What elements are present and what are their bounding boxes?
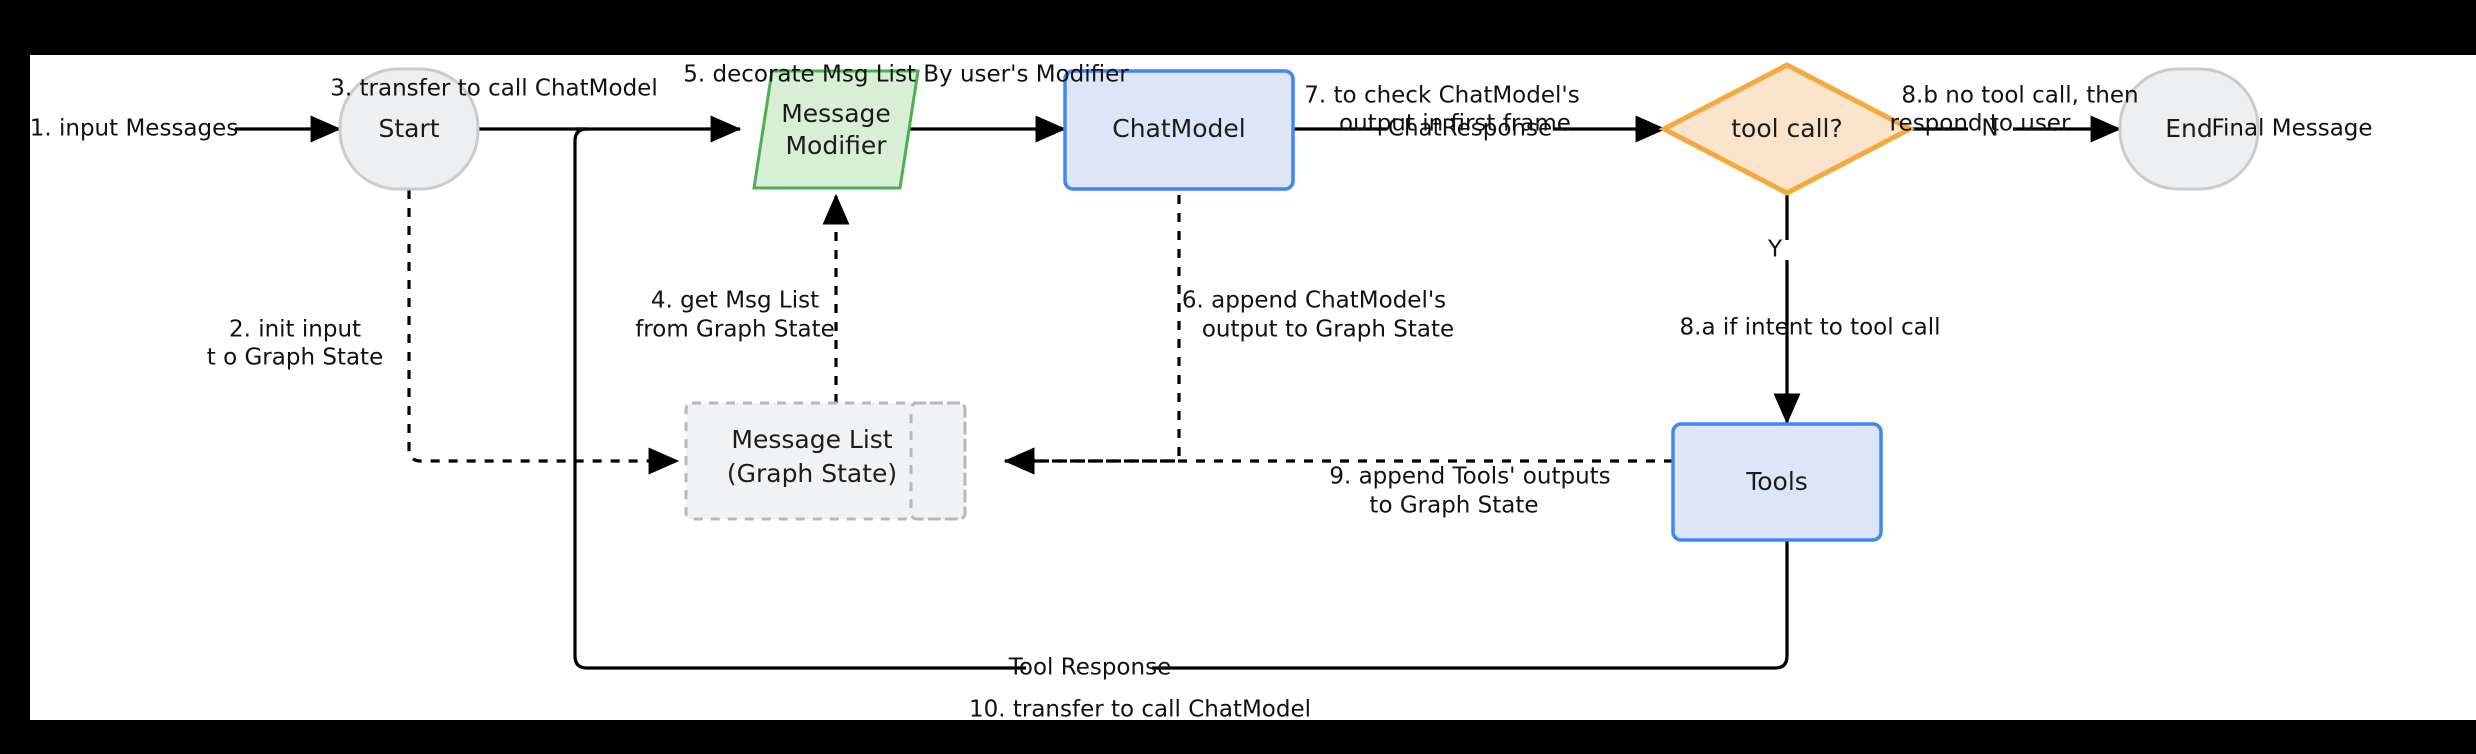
- label-if-intent-tool-call: 8.a if intent to tool call: [1680, 315, 1941, 341]
- label-branch-no: N: [1981, 116, 1998, 142]
- label-get-msg-list-1: 4. get Msg List: [651, 288, 819, 314]
- tools-shape: [1671, 422, 1883, 542]
- node-tools[interactable]: Tools: [1671, 422, 1883, 542]
- edge-tools-to-chatmodel-loop: [1152, 539, 1789, 670]
- label-transfer-10: 10. transfer to call ChatModel: [969, 697, 1311, 721]
- node-message-list[interactable]: Message List (Graph State): [684, 401, 967, 521]
- end-shape: [2118, 67, 2260, 191]
- label-decorate-msg-list: 5. decorate Msg List By user's Modifier: [683, 62, 1129, 88]
- node-start[interactable]: Start: [338, 67, 480, 191]
- node-message-modifier[interactable]: Message Modifier: [752, 69, 920, 190]
- label-no-tool-call-1: 8.b no tool call, then: [1901, 83, 2138, 109]
- message-list-label-2: (Graph State): [727, 459, 897, 488]
- message-list-label-1: Message List: [731, 425, 892, 454]
- label-append-chatmodel-2: output to Graph State: [1202, 317, 1454, 343]
- message-modifier-label-2: Modifier: [785, 131, 887, 160]
- message-modifier-shape: [752, 69, 920, 190]
- flowchart-svg: Start Message Modifier ChatModel tool ca…: [30, 62, 2373, 721]
- message-modifier-label-1: Message: [781, 99, 891, 128]
- diagram-canvas: Start Message Modifier ChatModel tool ca…: [30, 55, 2476, 720]
- label-transfer-to-call-chatmodel: 3. transfer to call ChatModel: [330, 76, 657, 102]
- message-list-side-panel: [909, 401, 967, 521]
- tool-call-shape: [1658, 62, 1916, 196]
- label-tool-response: Tool Response: [1008, 655, 1171, 681]
- label-no-tool-call-2: respond to user: [1890, 111, 2071, 137]
- node-end[interactable]: End: [2118, 67, 2260, 191]
- label-check-output-1: 7. to check ChatModel's: [1304, 83, 1579, 109]
- label-chat-response: ChatResponse: [1388, 116, 1552, 142]
- start-shape: [338, 67, 480, 191]
- node-chat-model[interactable]: ChatModel: [1063, 69, 1295, 191]
- edge-loop-left-segment: [573, 127, 1026, 670]
- tools-label: Tools: [1745, 467, 1808, 496]
- label-final-message: Final Message: [2211, 116, 2372, 142]
- node-tool-call-decision[interactable]: tool call?: [1658, 62, 1916, 196]
- tool-call-label: tool call?: [1731, 114, 1843, 143]
- label-append-chatmodel-1: 6. append ChatModel's: [1182, 288, 1446, 314]
- label-check-output-2: output in first frame: [1339, 111, 1571, 137]
- label-get-msg-list-2: from Graph State: [635, 317, 835, 343]
- edge-chatmodel-to-messagelist-dashed: [1003, 195, 1181, 475]
- label-branch-yes: Y: [1767, 237, 1783, 263]
- end-label: End: [2165, 114, 2213, 143]
- label-init-input-1: 2. init input: [229, 317, 361, 343]
- start-label: Start: [378, 114, 439, 143]
- edge-start-to-messagelist-dashed: [407, 190, 680, 475]
- chat-model-shape: [1063, 69, 1295, 191]
- chat-model-label: ChatModel: [1112, 114, 1245, 143]
- label-input-messages: 1. input Messages: [30, 116, 238, 142]
- label-append-tools-1: 9. append Tools' outputs: [1329, 464, 1610, 490]
- label-append-tools-2: to Graph State: [1369, 493, 1538, 519]
- label-init-input-2: t o Graph State: [207, 345, 383, 371]
